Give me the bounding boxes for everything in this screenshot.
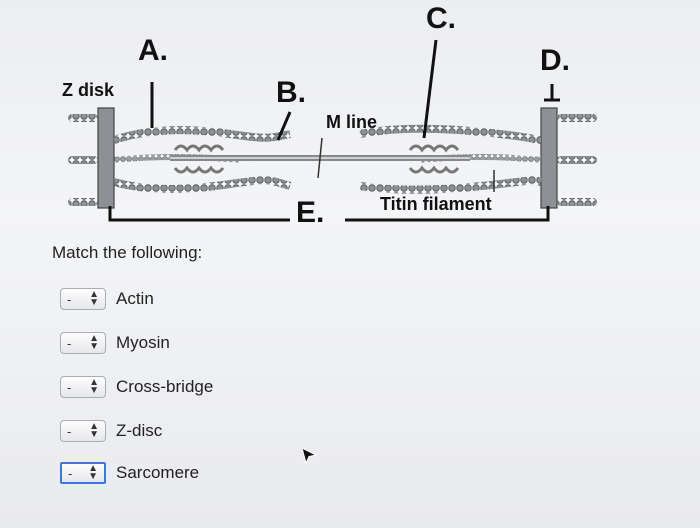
up-down-arrows-icon: ▲▼ <box>89 421 99 440</box>
up-down-arrows-icon: ▲▼ <box>89 333 99 352</box>
label-d: D. <box>540 44 570 77</box>
match-select-cross-bridge[interactable]: - ▲▼ <box>60 376 106 398</box>
match-label-actin: Actin <box>116 289 154 308</box>
select-value: - <box>67 291 72 307</box>
match-row-myosin: - ▲▼ Myosin <box>60 330 170 356</box>
label-b: B. <box>276 76 306 109</box>
match-label-cross-bridge: Cross-bridge <box>116 377 214 396</box>
match-label-sarcomere: Sarcomere <box>116 463 200 482</box>
label-titin-filament: Titin filament <box>380 194 492 214</box>
sarcomere-span-bracket <box>108 206 550 222</box>
match-select-actin[interactable]: - ▲▼ <box>60 288 106 310</box>
match-select-sarcomere[interactable]: - ▲▼ <box>60 462 106 484</box>
select-value: - <box>67 423 72 439</box>
match-row-cross-bridge: - ▲▼ Cross-bridge <box>60 374 213 400</box>
label-m-line: M line <box>326 112 378 132</box>
z-disk-left <box>97 107 115 209</box>
question-prompt: Match the following: <box>52 243 203 262</box>
label-c: C. <box>426 2 456 35</box>
pointer-c <box>422 39 438 139</box>
up-down-arrows-icon: ▲▼ <box>88 463 98 482</box>
match-select-myosin[interactable]: - ▲▼ <box>60 332 106 354</box>
select-value: - <box>68 465 73 481</box>
label-e: E. <box>296 196 325 229</box>
label-z-disk: Z disk <box>62 80 115 100</box>
pointer-b <box>276 111 292 141</box>
sarcomere-diagram <box>68 39 597 222</box>
mouse-pointer-icon <box>301 447 318 465</box>
m-line <box>317 137 323 179</box>
match-select-z-disc[interactable]: - ▲▼ <box>60 420 106 442</box>
z-disk-right <box>540 107 558 209</box>
select-value: - <box>67 379 72 395</box>
label-a: A. <box>138 34 168 67</box>
up-down-arrows-icon: ▲▼ <box>89 377 99 396</box>
match-row-z-disc: - ▲▼ Z-disc <box>60 418 162 444</box>
select-value: - <box>67 335 72 351</box>
actin-outer-stubs <box>68 114 597 206</box>
up-down-arrows-icon: ▲▼ <box>89 289 99 308</box>
match-label-myosin: Myosin <box>116 333 170 352</box>
match-row-actin: - ▲▼ Actin <box>60 286 154 312</box>
match-row-sarcomere: - ▲▼ Sarcomere <box>60 460 199 486</box>
match-label-z-disc: Z-disc <box>116 421 163 440</box>
pointer-d <box>544 84 560 102</box>
